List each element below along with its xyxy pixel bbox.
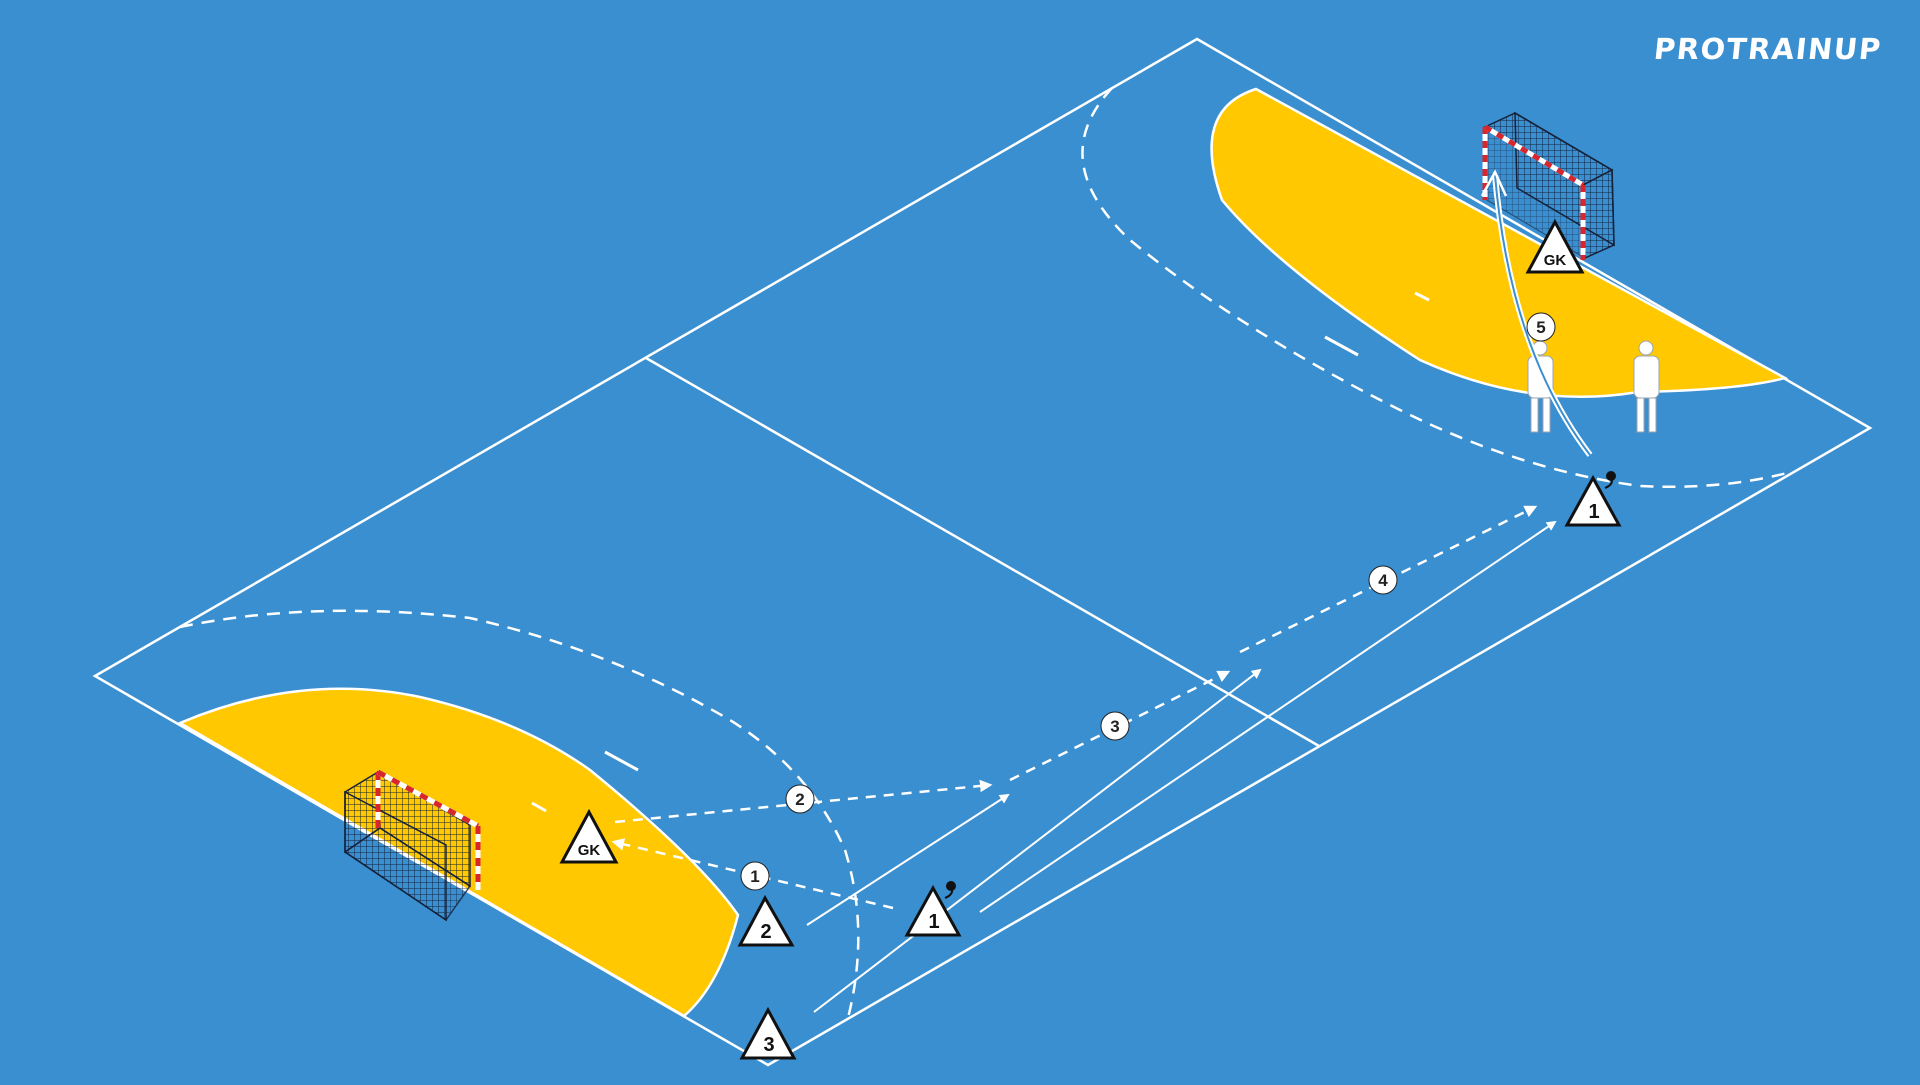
- svg-text:2: 2: [760, 921, 771, 943]
- pass-step3-path: [1009, 670, 1231, 782]
- svg-text:1: 1: [928, 911, 939, 933]
- sequence-badge-1: 1: [740, 861, 770, 891]
- svg-text:3: 3: [763, 1034, 774, 1056]
- player-3-marker: 3: [739, 1006, 797, 1060]
- svg-text:1: 1: [750, 867, 759, 886]
- ball-icon: [1606, 471, 1616, 481]
- sequence-badge-3: 3: [1100, 711, 1130, 741]
- sequence-badge-4: 4: [1368, 565, 1398, 595]
- svg-text:1: 1: [1588, 501, 1599, 523]
- player-1-near-marker: 1: [904, 881, 962, 937]
- svg-text:4: 4: [1378, 571, 1388, 590]
- sequence-badge-5: 5: [1526, 312, 1556, 342]
- right-free-throw-line: [1081, 87, 1788, 488]
- goalkeeper-right-marker: GK: [1525, 218, 1585, 274]
- goalkeeper-left-marker: GK: [559, 808, 619, 864]
- pass-step1-path: [611, 838, 894, 910]
- svg-text:2: 2: [795, 790, 804, 809]
- left-seven-meter-mark: [604, 750, 639, 772]
- ball-icon: [946, 881, 956, 891]
- svg-text:GK: GK: [1544, 252, 1567, 269]
- right-gk-restraining-mark: [1414, 291, 1430, 302]
- right-goal-area: [1210, 87, 1789, 398]
- player-2-marker: 2: [737, 894, 795, 947]
- run-path-player-2: [806, 793, 1010, 926]
- svg-text:3: 3: [1110, 717, 1119, 736]
- run-path-player-1: [979, 520, 1557, 913]
- player-1-far-marker: 1: [1564, 471, 1622, 527]
- run-path-player-3: [813, 668, 1262, 1013]
- svg-text:5: 5: [1536, 318, 1545, 337]
- protrainup-logo: PROTRAINUP: [1652, 32, 1884, 66]
- svg-text:GK: GK: [578, 842, 601, 859]
- mannequin-icon: [1633, 340, 1660, 433]
- left-gk-restraining-mark: [531, 801, 547, 813]
- left-free-throw-line: [179, 609, 860, 1019]
- left-goal-icon: [343, 769, 481, 922]
- right-seven-meter-mark: [1324, 335, 1359, 357]
- center-line: [645, 356, 1320, 748]
- right-goal-icon: [1482, 111, 1615, 260]
- sequence-badge-2: 2: [785, 784, 815, 814]
